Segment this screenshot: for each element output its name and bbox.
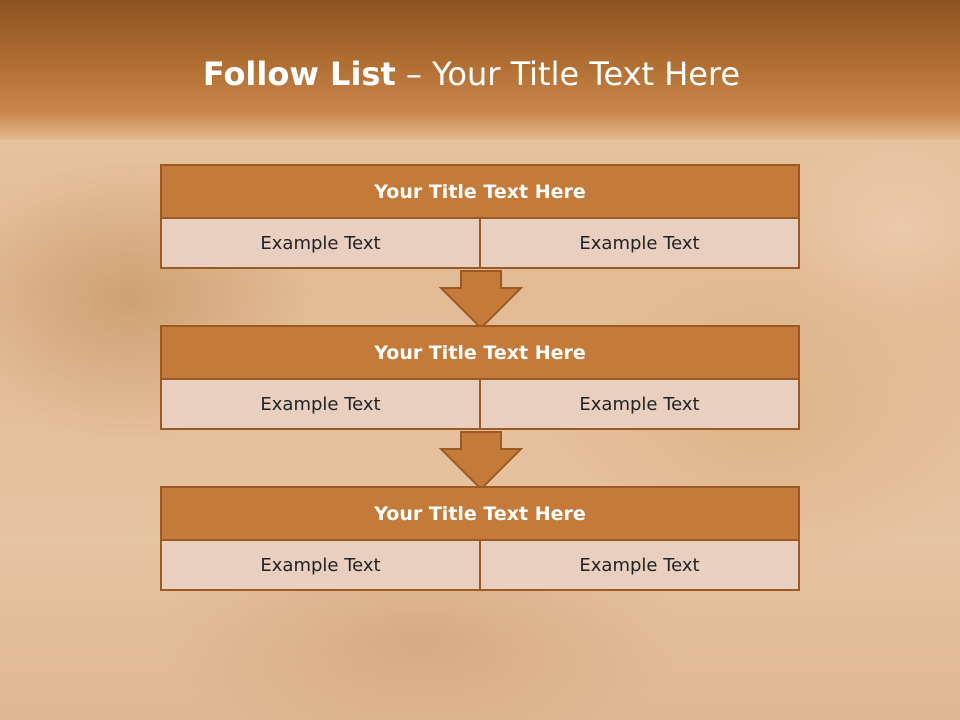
step-cell-left: Example Text xyxy=(160,541,481,591)
step-row: Example Text Example Text xyxy=(160,541,800,591)
down-arrow-icon xyxy=(438,270,524,330)
title-bar xyxy=(0,0,960,140)
step-title: Your Title Text Here xyxy=(160,164,800,219)
step-cell-right: Example Text xyxy=(481,219,800,269)
step-title: Your Title Text Here xyxy=(160,486,800,541)
step-row: Example Text Example Text xyxy=(160,219,800,269)
step-cell-left: Example Text xyxy=(160,380,481,430)
step-box-3: Your Title Text Here Example Text Exampl… xyxy=(160,486,800,591)
step-cell-right: Example Text xyxy=(481,541,800,591)
down-arrow-icon xyxy=(438,431,524,491)
step-box-1: Your Title Text Here Example Text Exampl… xyxy=(160,164,800,269)
slide-title: Follow List – Your Title Text Here xyxy=(0,55,943,93)
step-row: Example Text Example Text xyxy=(160,380,800,430)
step-title: Your Title Text Here xyxy=(160,325,800,380)
step-cell-left: Example Text xyxy=(160,219,481,269)
step-box-2: Your Title Text Here Example Text Exampl… xyxy=(160,325,800,430)
step-cell-right: Example Text xyxy=(481,380,800,430)
title-rest: – Your Title Text Here xyxy=(395,55,741,93)
title-bold: Follow List xyxy=(202,55,396,93)
